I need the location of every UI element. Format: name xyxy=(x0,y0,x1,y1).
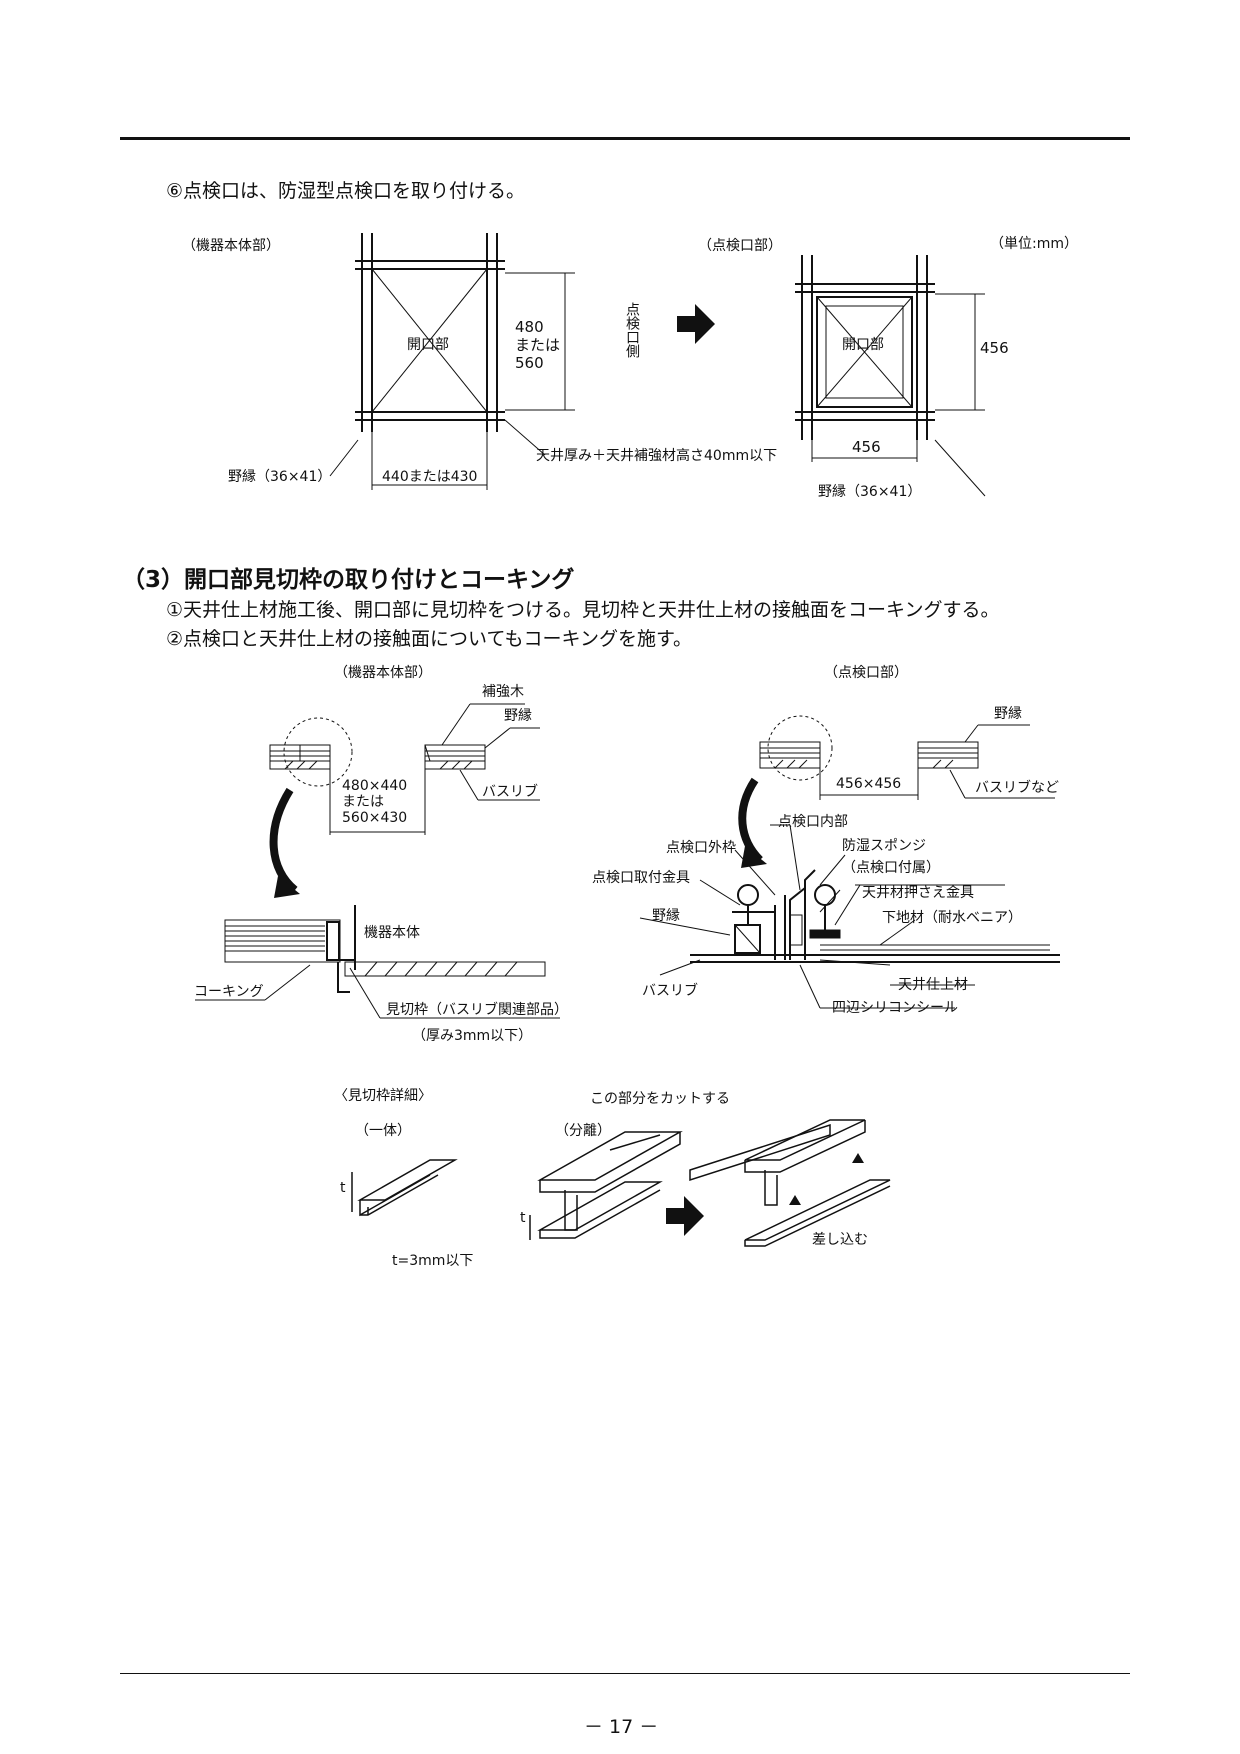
fig2-bracket: 点検口取付金具 xyxy=(592,870,690,886)
fig3-cut-note: この部分をカットする xyxy=(590,1091,730,1107)
fig3-t2: t xyxy=(520,1210,526,1226)
fig1-right-caption: （点検口部） xyxy=(698,238,782,254)
fig1-dim-or: または xyxy=(515,336,560,354)
fig3-t-note: t=3mm以下 xyxy=(392,1253,473,1269)
fig1-side-label: 点検口側 xyxy=(624,302,640,358)
right-arrow-icon xyxy=(677,304,715,344)
fig2-r-lath-etc: バスリブなど xyxy=(975,779,1059,796)
section3-item2: ②点検口と天井仕上材の接触面についてもコーキングを施す。 xyxy=(166,628,693,650)
fig1-opening-left: 開口部 xyxy=(407,337,449,353)
fig2-caulking: コーキング xyxy=(194,984,264,1000)
fig2-furring: 野縁 xyxy=(504,708,532,724)
bottom-rule xyxy=(120,1673,1130,1674)
down-arrow-icon xyxy=(852,1153,864,1163)
fig1-ceiling-note: 天井厚み＋天井補強材高さ40mm以下 xyxy=(536,447,777,464)
fig2-r-furring: 野縁 xyxy=(994,706,1022,722)
fig1-width-dim: 440または430 xyxy=(382,469,477,485)
fig2-dim2: または xyxy=(342,794,384,810)
fig2-left-caption: （機器本体部） xyxy=(334,665,432,681)
section3-heading: （3）開口部見切枠の取り付けとコーキング xyxy=(122,567,575,593)
right-arrow-icon xyxy=(666,1196,704,1236)
fig2-finish: 天井仕上材 xyxy=(898,977,968,993)
fig2-r-dim: 456×456 xyxy=(836,776,901,792)
fig3-separate: （分離） xyxy=(555,1122,611,1139)
step6-text: ⑥点検口は、防湿型点検口を取り付ける。 xyxy=(166,180,526,202)
fig2-trim-thk: （厚み3mm以下） xyxy=(412,1028,532,1044)
fig3-caption: 〈見切枠詳細〉 xyxy=(334,1088,432,1104)
fig1-unit: （単位:mm） xyxy=(990,236,1078,252)
fig1-dim-456-v: 456 xyxy=(980,339,1009,357)
fig2-reinforce: 補強木 xyxy=(482,684,524,700)
fig2-outer: 点検口外枠 xyxy=(666,840,736,856)
fig1-left-caption: （機器本体部） xyxy=(182,238,280,254)
fig1-furring-left: 野縁（36×41） xyxy=(228,469,331,485)
fig3-insert: 差し込む xyxy=(812,1232,868,1248)
fig1-furring-right: 野縁（36×41） xyxy=(818,484,921,500)
fig2-dim3: 560×430 xyxy=(342,810,407,826)
top-rule xyxy=(120,137,1130,140)
fig2-sponge-note: （点検口付属） xyxy=(842,860,940,876)
fig2-sponge: 防湿スポンジ xyxy=(842,838,926,854)
fig2-r-furring2: 野縁 xyxy=(652,908,680,924)
fig2-holddown: 天井材押さえ金具 xyxy=(862,885,974,901)
fig1-dim-480: 480 xyxy=(515,318,544,336)
fig2-seal: 四辺シリコンシール xyxy=(832,1000,958,1016)
section3-item1: ①天井仕上材施工後、開口部に見切枠をつける。見切枠と天井仕上材の接触面をコーキン… xyxy=(166,599,1000,621)
fig1-dim-560: 560 xyxy=(515,354,544,372)
fig2-body: 機器本体 xyxy=(364,925,420,941)
fig2-r-lath: バスリブ xyxy=(642,982,698,999)
fig2-substrate: 下地材（耐水ベニア） xyxy=(882,910,1022,926)
fig2-lath: バスリブ xyxy=(482,783,538,800)
fig1-opening-right: 開口部 xyxy=(842,337,884,353)
fig2-trim: 見切枠（バスリブ関連部品） xyxy=(386,1001,568,1018)
fig3-t1: t xyxy=(340,1180,346,1196)
fig1-dim-456-h: 456 xyxy=(852,438,881,456)
fig3-one-piece: （一体） xyxy=(355,1123,411,1139)
fig2-dim1: 480×440 xyxy=(342,778,407,794)
fig2-inner: 点検口内部 xyxy=(778,814,848,830)
down-arrow-icon xyxy=(789,1195,801,1205)
page-number: － 17 － xyxy=(584,1716,659,1738)
fig2-right-caption: （点検口部） xyxy=(824,665,908,681)
